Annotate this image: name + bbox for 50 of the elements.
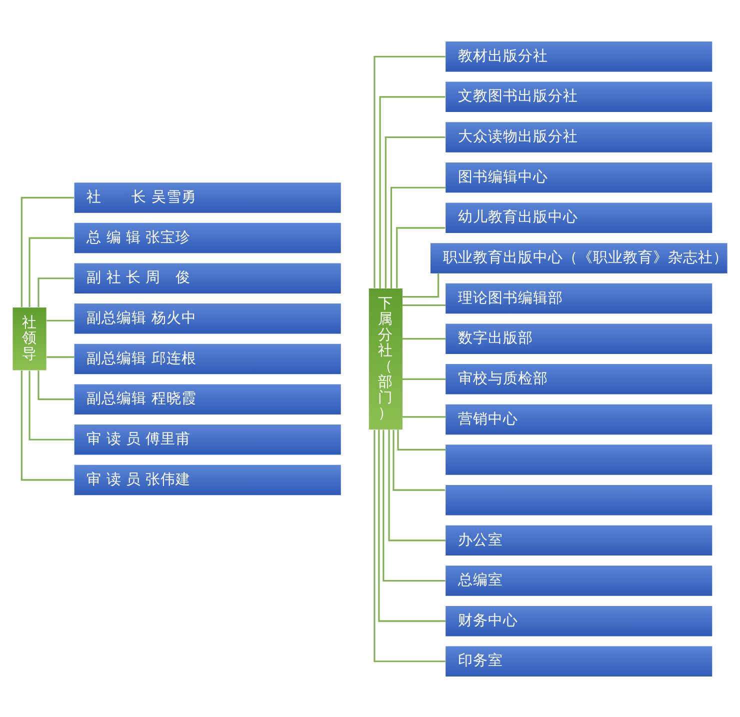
node-box: 审 读 员 张伟建 (74, 464, 341, 495)
connector (20, 370, 74, 480)
connector (379, 96, 446, 288)
node-box: 营销中心 (446, 404, 712, 434)
connector (28, 236, 74, 306)
node-box: 文教图书出版分社 (446, 81, 712, 112)
node-box: 副总编辑 杨火中 (74, 303, 341, 334)
node-box: 图书编辑中心 (446, 162, 712, 192)
node-box (446, 444, 712, 474)
node-box: 社领导 (12, 306, 46, 370)
node-box: 下属分社（部门） (368, 288, 402, 430)
connector (374, 55, 446, 288)
node-box: 印务室 (446, 646, 712, 676)
node-box: 总编室 (446, 565, 712, 596)
connector (378, 429, 446, 622)
connector (20, 196, 74, 307)
connector (390, 186, 446, 288)
connector (402, 416, 446, 418)
connector (46, 319, 74, 321)
node-box: 理论图书编辑部 (446, 282, 712, 314)
connector (392, 429, 446, 490)
node-box (446, 484, 712, 515)
connector (38, 370, 74, 400)
node-box: 副总编辑 邱连根 (74, 343, 341, 374)
node-box: 大众读物出版分社 (446, 122, 712, 152)
connector (28, 370, 74, 440)
node-box: 教材出版分社 (446, 40, 712, 72)
connector (38, 277, 74, 307)
connector (374, 429, 446, 662)
connector (402, 378, 446, 380)
node-box: 幼儿教育出版中心 (446, 202, 712, 232)
connector (402, 304, 446, 306)
node-box: 审 读 员 傅里甫 (74, 424, 341, 454)
connector (384, 136, 446, 288)
node-box: 数字出版部 (446, 323, 712, 354)
node-box: 社 长 吴雪勇 (74, 182, 341, 212)
connector (402, 272, 440, 298)
node-box: 副 社 长 周 俊 (74, 262, 341, 293)
node-box: 办公室 (446, 524, 712, 556)
connector (397, 429, 446, 450)
connector (46, 356, 74, 358)
connector (396, 226, 446, 288)
node-box: 职业教育出版中心（《职业教育》杂志社） (430, 242, 728, 273)
connector (388, 429, 446, 541)
node-box: 副总编辑 程晓霞 (74, 384, 341, 414)
connector (382, 429, 446, 582)
connector (402, 338, 446, 340)
node-box: 财务中心 (446, 605, 712, 636)
node-box: 总 编 辑 张宝珍 (74, 222, 341, 253)
node-box: 审校与质检部 (446, 364, 712, 394)
